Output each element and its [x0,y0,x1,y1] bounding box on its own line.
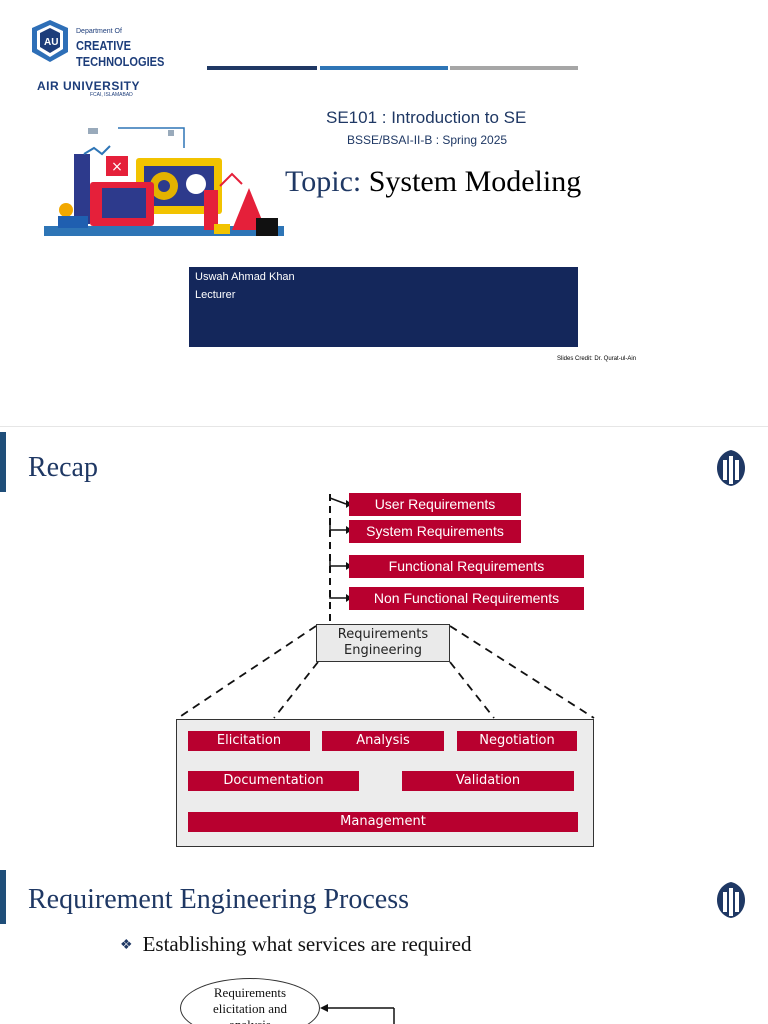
logo-university: AIR UNIVERSITY [37,79,141,93]
slides-credit: Slides Credit: Dr. Qurat-ul-Ain [557,356,637,362]
title-accent-bar [0,870,6,924]
slide-title: Requirement Engineering Process [28,884,410,915]
req-type-system: System Requirements [349,520,521,543]
logo-badge: AU [44,37,59,48]
lecturer-name: Uswah Ahmad Khan [195,271,295,283]
slide-title: Recap [28,452,98,483]
topic-heading: Topic: System Modeling [285,165,581,199]
oval-line-3: analysis [181,1017,319,1024]
diamond-bullet-icon: ❖ [120,938,133,953]
oval-line-1: Requirements [213,985,287,1000]
process-slide: Requirement Engineering Process ❖ Establi… [0,866,768,1024]
elicitation-oval: Requirements elicitation and analysis [180,978,320,1024]
course-title: SE101 : Introduction to SE [326,108,527,127]
slide-divider [0,426,768,427]
topic-value: System Modeling [368,165,582,198]
process-arrow [320,1004,395,1024]
requirements-diagram-lines [177,494,595,719]
air-university-logo [717,450,745,486]
bullet-item: ❖ Establishing what services are required [120,932,471,957]
req-type-functional: Functional Requirements [349,555,584,578]
technology-illustration: × [44,127,284,236]
topic-label: Topic: [285,165,362,198]
air-university-logo [717,882,745,918]
activity-validation: Validation [402,771,574,791]
logo-dept-line: Department Of [76,28,122,35]
lecturer-role: Lecturer [195,289,236,301]
lecturer-box: Uswah Ahmad Khan Lecturer [189,267,578,347]
logo-campus: FCAI, ISLAMABAD [90,92,133,98]
logo-creative: CREATIVE [76,38,132,53]
activity-negotiation: Negotiation [457,731,577,751]
header-bar-navy [207,66,317,70]
activity-documentation: Documentation [188,771,359,791]
req-type-nonfunctional: Non Functional Requirements [349,587,584,610]
center-line-2: Engineering [344,643,422,658]
header-bar-blue [320,66,448,70]
center-line-1: Requirements [337,627,429,642]
bullet-text: Establishing what services are required [142,932,472,956]
activity-management: Management [188,812,578,832]
activity-elicitation: Elicitation [188,731,310,751]
req-type-user: User Requirements [349,493,521,516]
activity-analysis: Analysis [322,731,444,751]
recap-slide: Recap User Requirements System Requireme… [0,432,768,862]
creative-technologies-logo [32,20,68,62]
title-slide: AU Department Of CREATIVE TECHNOLOGIES A… [0,0,768,420]
requirements-engineering-box: Requirements Engineering [316,624,450,662]
oval-line-2: elicitation and [212,1001,287,1016]
title-accent-bar [0,432,6,492]
svg-text:×: × [111,159,123,175]
logo-technologies: TECHNOLOGIES [76,54,165,69]
header-bar-gray [450,66,578,70]
course-section: BSSE/BSAI-II-B : Spring 2025 [347,133,508,147]
